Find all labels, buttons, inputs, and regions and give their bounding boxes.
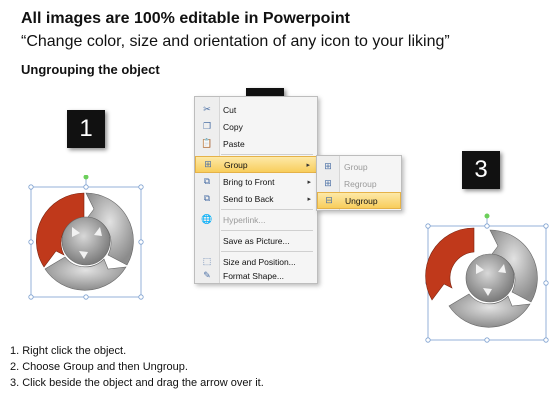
submenu-arrow-icon: ▸ [307, 178, 311, 186]
submenu-item-ungroup[interactable]: ⊟ Ungroup [317, 192, 401, 209]
instruction-item: 3. Click beside the object and drag the … [10, 377, 264, 389]
format-shape-icon: ✎ [203, 270, 211, 280]
selection-handles[interactable] [28, 184, 144, 300]
bring-to-front-icon: ⧉ [203, 176, 211, 186]
submenu-arrow-icon: ▸ [306, 161, 310, 169]
page-subtitle: “Change color, size and orientation of a… [21, 33, 450, 50]
menu-item-hyperlink[interactable]: 🌐 Hyperlink... [195, 211, 317, 228]
menu-item-group[interactable]: ⊞ Group ▸ [195, 156, 317, 173]
circular-arrow-diagram-grouped[interactable] [28, 175, 150, 301]
grey-segment-bottom [44, 256, 127, 291]
menu-separator [221, 230, 313, 231]
ungroup-icon: ⊟ [325, 195, 333, 205]
arrow-head-right [498, 264, 506, 273]
menu-icon-gutter [195, 97, 220, 283]
menu-item-copy[interactable]: ❐ Copy [195, 118, 317, 135]
copy-icon: ❐ [202, 121, 212, 131]
instruction-list: 1. Right click the object. 2. Choose Gro… [10, 343, 264, 391]
group-submenu: ⊞ Group ⊞ Regroup ⊟ Ungroup [316, 155, 402, 211]
step-badge-3: 3 [462, 151, 500, 189]
regroup-icon: ⊞ [324, 178, 332, 188]
send-to-back-icon: ⧉ [203, 193, 211, 203]
scissors-icon: ✂ [203, 104, 211, 114]
menu-item-paste[interactable]: 📋 Paste [195, 135, 317, 152]
paste-icon: 📋 [201, 138, 213, 148]
instruction-item: 1. Right click the object. [10, 345, 127, 357]
red-segment-ungrouped[interactable] [425, 227, 475, 301]
arrow-head-bottom [79, 251, 88, 259]
submenu-item-regroup[interactable]: ⊞ Regroup [317, 175, 401, 192]
rotate-handle[interactable] [83, 175, 89, 180]
menu-separator [221, 251, 313, 252]
context-menu: ✂ Cut ❐ Copy 📋 Paste ⊞ Group ▸ ⧉ Bring t… [194, 96, 318, 284]
submenu-arrow-icon: ▸ [307, 195, 311, 203]
center-circle [465, 253, 515, 303]
menu-item-cut[interactable]: ✂ Cut [195, 101, 317, 118]
menu-separator [221, 209, 313, 210]
group-icon: ⊞ [204, 159, 212, 169]
hyperlink-icon: 🌐 [201, 214, 213, 224]
arrow-head-right [94, 227, 102, 236]
circular-arrow-diagram-ungrouped[interactable] [422, 212, 552, 344]
red-segment [36, 192, 85, 268]
step-badge-1: 1 [67, 110, 105, 148]
instruction-item: 2. Choose Group and then Ungroup. [10, 361, 188, 373]
arrow-head-bottom [483, 288, 492, 296]
arrow-head-left [476, 264, 484, 274]
menu-item-format-shape[interactable]: ✎ Format Shape... [195, 267, 317, 284]
menu-separator [221, 154, 313, 155]
menu-item-size-and-position[interactable]: ⬚ Size and Position... [195, 253, 317, 270]
size-position-icon: ⬚ [202, 256, 212, 266]
submenu-item-group[interactable]: ⊞ Group [317, 158, 401, 175]
menu-item-send-to-back[interactable]: ⧉ Send to Back ▸ [195, 190, 317, 207]
menu-item-save-as-picture[interactable]: Save as Picture... [223, 235, 290, 246]
group-icon: ⊞ [324, 161, 332, 171]
page-title: All images are 100% editable in Powerpoi… [21, 10, 350, 27]
section-label: Ungrouping the object [21, 62, 160, 77]
arrow-head-left [72, 227, 80, 237]
menu-item-bring-to-front[interactable]: ⧉ Bring to Front ▸ [195, 173, 317, 190]
center-circle [61, 216, 111, 266]
rotate-handle[interactable] [484, 213, 490, 219]
grey-segment-bottom [448, 293, 531, 328]
